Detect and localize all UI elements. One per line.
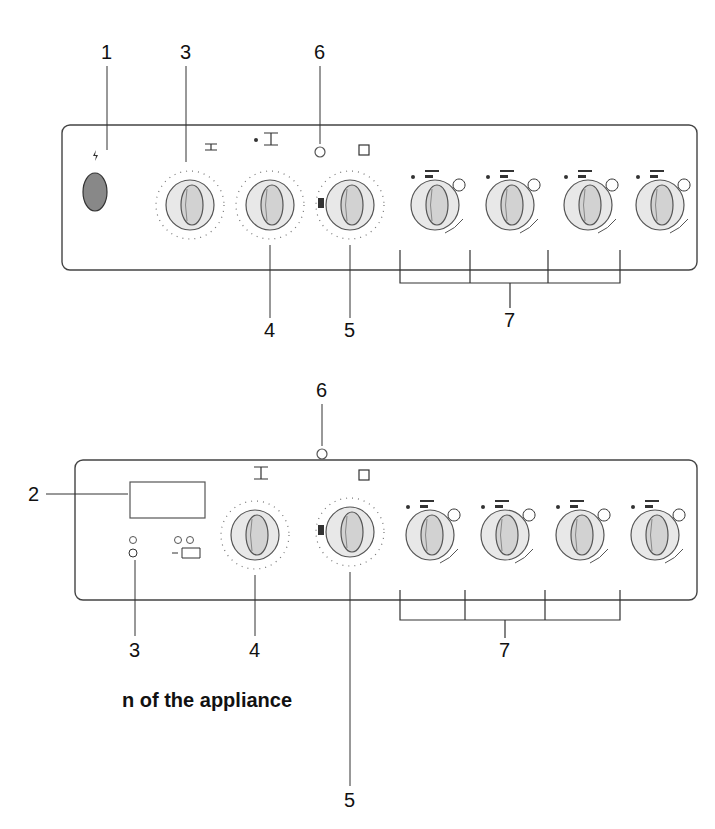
callout-number: 3: [180, 42, 191, 62]
section-heading: n of the appliance: [122, 690, 292, 710]
callout-number: 1: [101, 42, 112, 62]
callout-number: 7: [499, 640, 510, 660]
callout-number: 7: [504, 310, 515, 330]
callout-number: 5: [344, 320, 355, 340]
callout-number: 3: [129, 640, 140, 660]
callout-number: 5: [344, 790, 355, 810]
callout-number: 6: [316, 380, 327, 400]
callout-number: 6: [314, 42, 325, 62]
callout-number: 4: [264, 320, 275, 340]
callout-number: 2: [28, 484, 39, 504]
callout-number: 4: [249, 640, 260, 660]
